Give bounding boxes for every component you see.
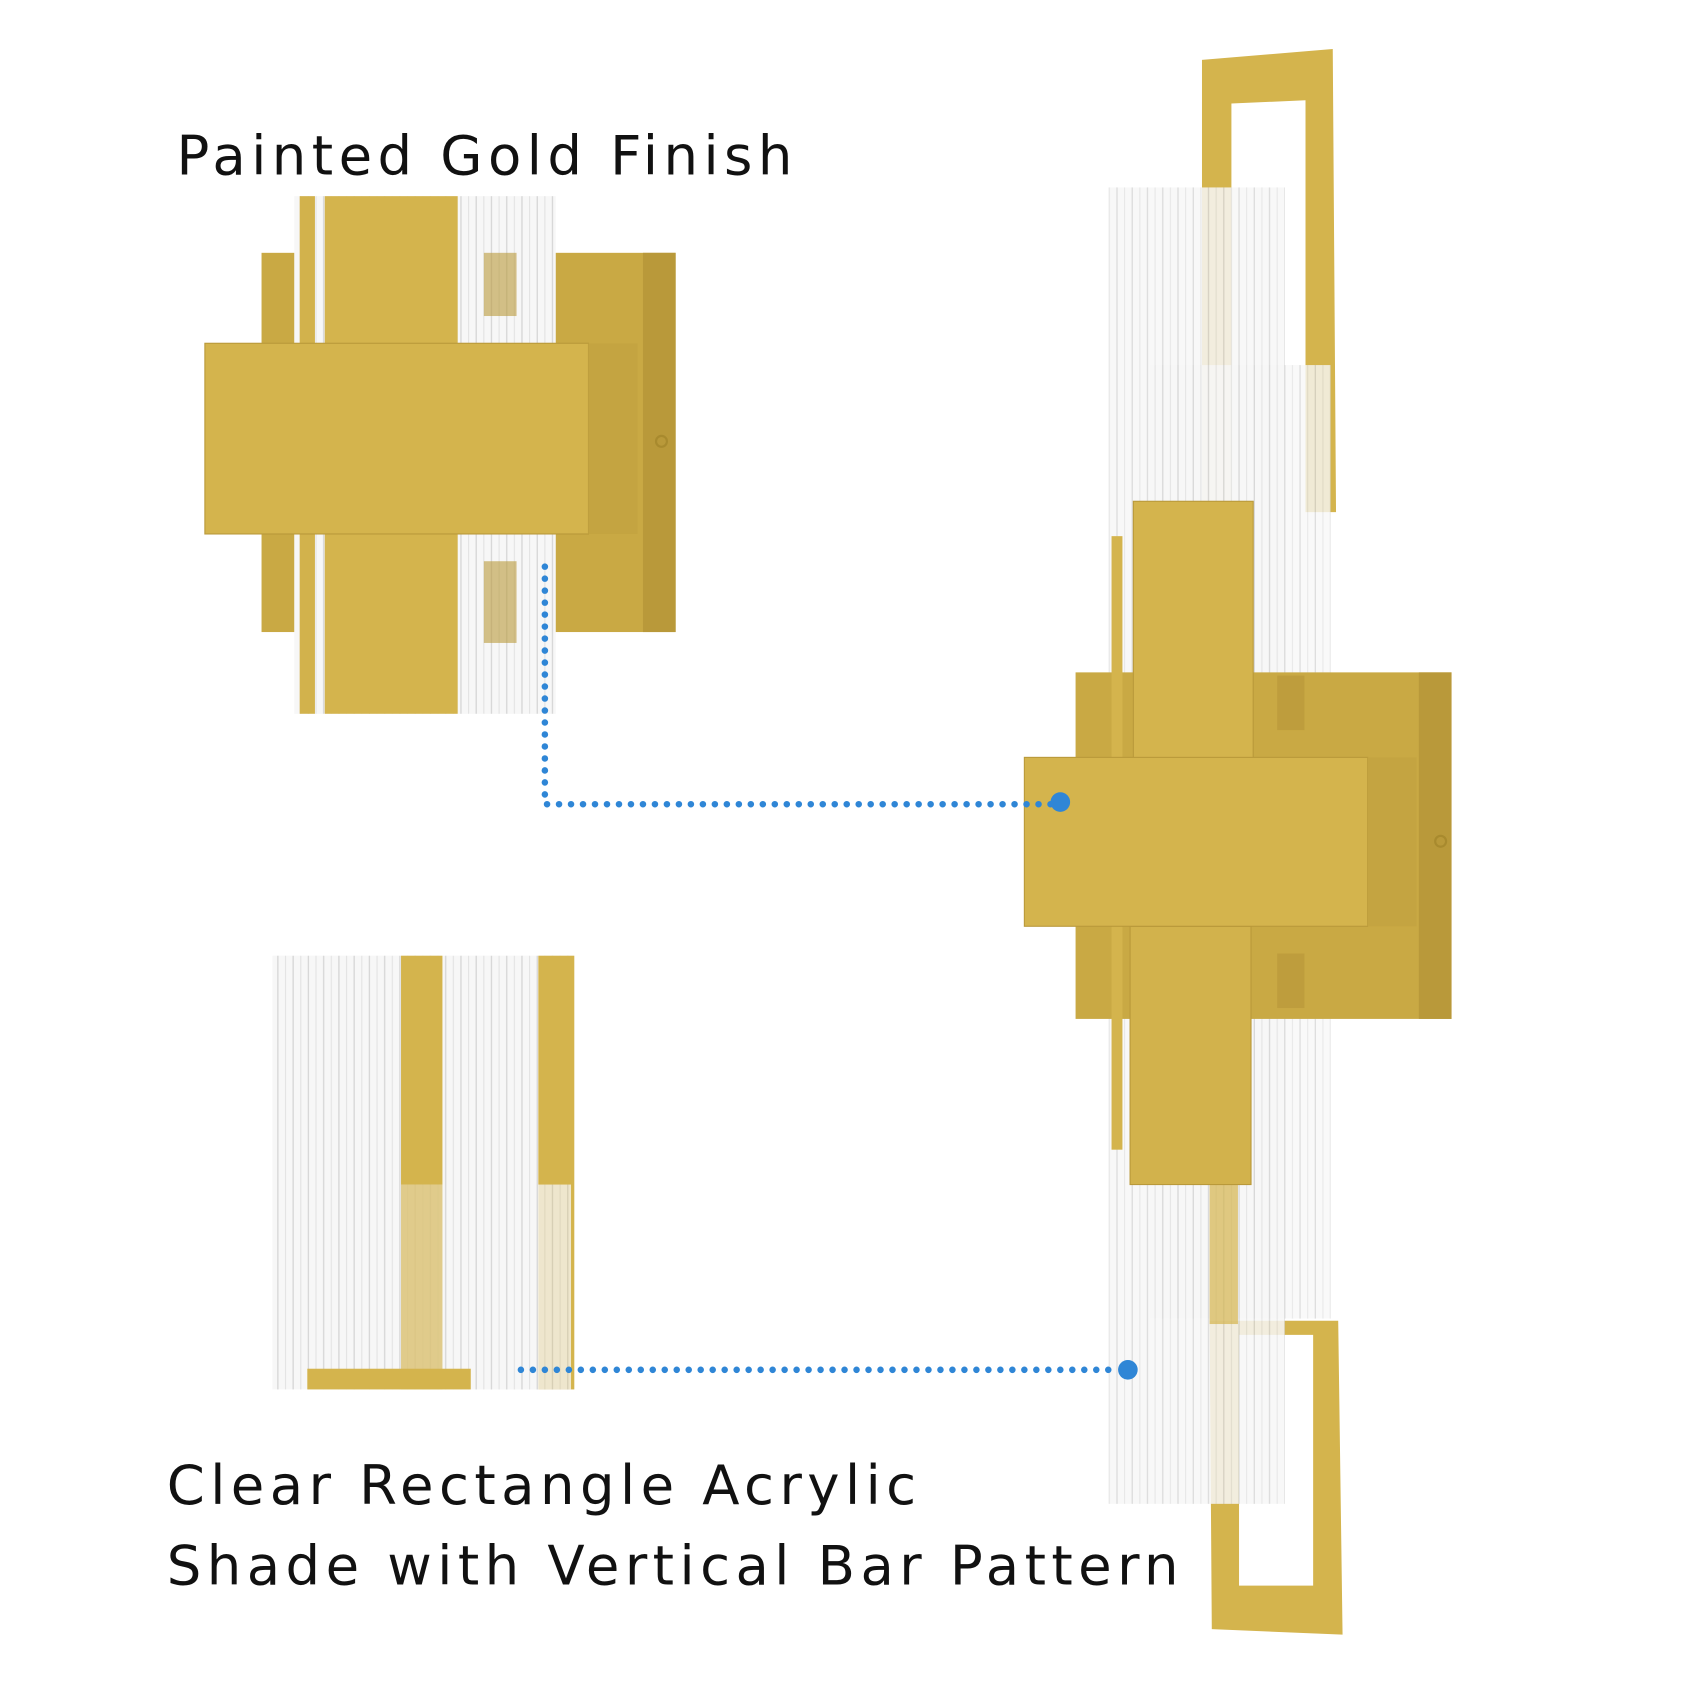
shade-caption-line1: Clear Rectangle Acrylic [167,1453,922,1517]
connector-acrylic-shade [517,1360,1138,1380]
shade-caption-line2: Shade with Vertical Bar Pattern [167,1533,1184,1597]
wall-sconce [1023,49,1452,1635]
upper-block [1132,500,1254,764]
callout-dot [1118,1360,1138,1380]
gold-finish-closeup [204,196,676,714]
closeup-gold-box [204,342,590,535]
front-box [1023,756,1369,927]
lower-block [1129,925,1252,1186]
connector-gold-finish [541,563,1071,812]
callout-dot [1050,792,1071,812]
acrylic-shade-closeup [272,955,575,1390]
finish-caption: Painted Gold Finish [177,123,798,187]
